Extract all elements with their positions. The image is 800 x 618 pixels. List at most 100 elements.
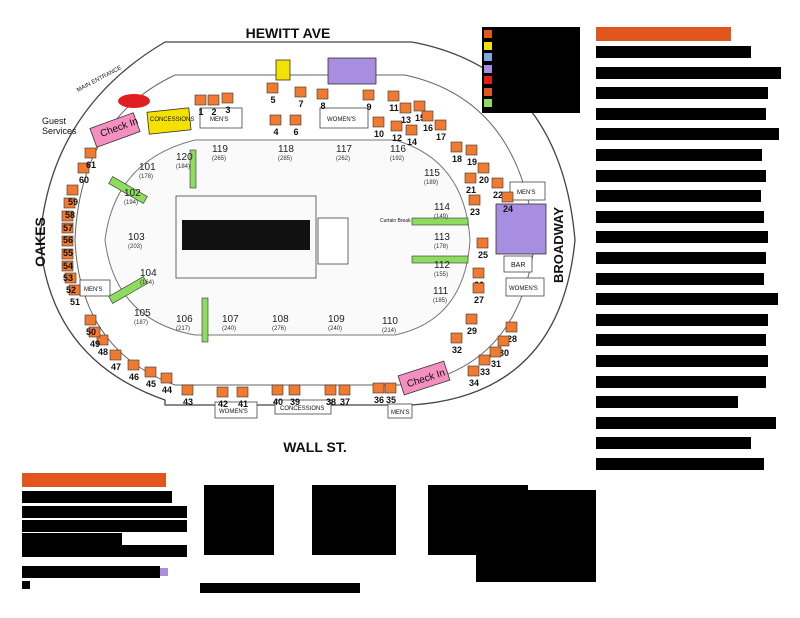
redacted-block [22, 506, 187, 518]
booth-36[interactable]: 36 [372, 382, 385, 405]
booth-4[interactable]: 4 [269, 114, 282, 137]
booth-24[interactable]: 24 [501, 191, 514, 214]
booth-41[interactable]: 41 [236, 386, 249, 409]
booth-31[interactable]: 31 [489, 346, 502, 369]
legend-box [482, 27, 580, 113]
booth-28[interactable]: 28 [505, 321, 518, 344]
north-room-1 [199, 107, 243, 129]
booth-52[interactable]: 52 [64, 272, 77, 295]
svg-text:111: 111 [433, 286, 449, 297]
svg-text:45: 45 [146, 379, 156, 389]
booth-33[interactable]: 33 [478, 354, 491, 377]
booth-5[interactable]: 5 [266, 82, 279, 105]
booth-13[interactable]: 13 [399, 102, 412, 125]
booth-60[interactable]: 60 [77, 162, 90, 185]
legend-swatch [484, 87, 492, 96]
svg-text:103: 103 [128, 232, 145, 243]
booth-42[interactable]: 42 [216, 386, 229, 409]
booth-7[interactable]: 7 [294, 86, 307, 109]
booth-18[interactable]: 18 [450, 141, 463, 164]
booth-49[interactable]: 49 [88, 326, 101, 349]
svg-text:19: 19 [467, 157, 477, 167]
booth-55[interactable]: 55 [61, 235, 74, 258]
svg-text:109: 109 [328, 314, 345, 325]
booth-2[interactable]: 2 [207, 94, 220, 117]
svg-text:7: 7 [298, 99, 303, 109]
svg-text:20: 20 [479, 175, 489, 185]
redacted-line [596, 107, 766, 120]
svg-text:101: 101 [139, 162, 156, 173]
booth-1[interactable]: 1 [194, 94, 207, 117]
booth-8[interactable]: 8 [316, 88, 329, 111]
booth-56[interactable]: 56 [61, 222, 74, 245]
svg-text:16: 16 [423, 123, 433, 133]
booth-19[interactable]: 19 [465, 144, 478, 167]
svg-text:12: 12 [392, 133, 402, 143]
booth-22[interactable]: 22 [491, 177, 504, 200]
redacted-block [476, 490, 596, 582]
booth-14[interactable]: 14 [405, 124, 418, 147]
purple-zone-east [495, 203, 547, 255]
booth-3[interactable]: 3 [221, 92, 234, 115]
svg-text:50: 50 [86, 327, 96, 337]
booth-54[interactable]: 54 [61, 248, 74, 271]
booth-44[interactable]: 44 [160, 372, 173, 395]
svg-text:34: 34 [469, 378, 479, 388]
section-labels: 101(178) 102(194) 103(203) 104(164) 105(… [124, 144, 450, 334]
booth-11[interactable]: 11 [387, 90, 400, 113]
booth-25[interactable]: 25 [476, 237, 489, 260]
booth-46[interactable]: 46 [127, 359, 140, 382]
booth-35[interactable]: 35 [384, 382, 397, 405]
south-room-concessions [274, 399, 332, 415]
check-in-west[interactable]: Check In [89, 112, 141, 148]
booth-32[interactable]: 32 [450, 332, 463, 355]
booth-27[interactable]: 27 [472, 282, 485, 305]
booth-59[interactable]: 59 [66, 184, 79, 207]
booth-20[interactable]: 20 [477, 162, 490, 185]
booth-17[interactable]: 17 [434, 119, 447, 142]
svg-text:(184): (184) [176, 164, 190, 170]
booth-15[interactable]: 15 [413, 100, 426, 123]
booth-57[interactable]: 57 [61, 210, 74, 233]
svg-text:48: 48 [98, 347, 108, 357]
svg-text:42: 42 [218, 399, 228, 409]
booth-29[interactable]: 29 [465, 313, 478, 336]
booth-23[interactable]: 23 [468, 194, 481, 217]
check-in-south[interactable]: Check In [397, 360, 451, 396]
booth-51[interactable]: 51 [68, 284, 81, 307]
booth-45[interactable]: 45 [144, 366, 157, 389]
booth-16[interactable]: 16 [421, 110, 434, 133]
booth-47[interactable]: 47 [109, 349, 122, 372]
booth-58[interactable]: 58 [63, 197, 76, 220]
svg-text:43: 43 [183, 397, 193, 407]
booth-9[interactable]: 9 [362, 89, 375, 112]
booth-40[interactable]: 40 [271, 384, 284, 407]
svg-text:15: 15 [415, 113, 425, 123]
booth-30[interactable]: 30 [497, 335, 510, 358]
svg-text:56: 56 [63, 235, 73, 245]
stage-side [317, 217, 349, 265]
redacted-line [596, 293, 778, 306]
booth-48[interactable]: 48 [96, 334, 109, 357]
svg-text:(178): (178) [139, 174, 153, 180]
purple-swatch [160, 568, 168, 576]
booth-38[interactable]: 38 [324, 384, 337, 407]
redacted-line [596, 210, 764, 223]
booth-50[interactable]: 50 [84, 314, 97, 337]
booth-12[interactable]: 12 [390, 120, 403, 143]
booth-10[interactable]: 10 [372, 116, 385, 139]
svg-text:18: 18 [452, 154, 462, 164]
booth-39[interactable]: 39 [288, 384, 301, 407]
booth-34[interactable]: 34 [467, 365, 480, 388]
booth-21[interactable]: 21 [464, 172, 477, 195]
booth-53[interactable]: 53 [61, 260, 74, 283]
redacted-block [22, 566, 160, 578]
redacted-line [596, 334, 766, 347]
svg-text:106: 106 [176, 314, 193, 325]
booth-43[interactable]: 43 [181, 384, 194, 407]
booth-6[interactable]: 6 [289, 114, 302, 137]
booth-37[interactable]: 37 [338, 384, 351, 407]
legend-swatch [484, 53, 492, 61]
booth-61[interactable]: 61 [84, 147, 97, 170]
